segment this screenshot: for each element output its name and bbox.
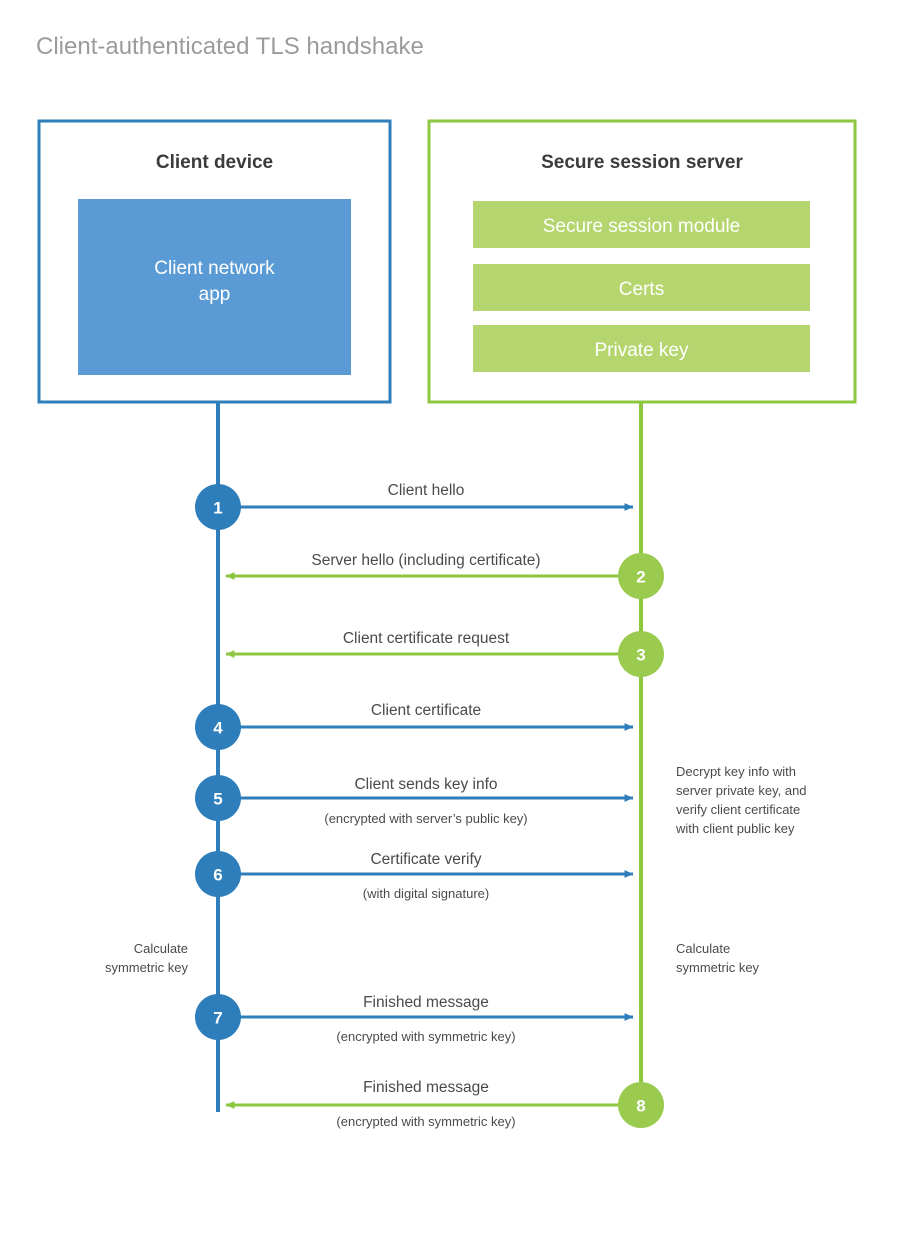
step-number-3: 3 [636,646,645,665]
server-decrypt-note-line-0: Decrypt key info with [676,764,796,779]
step-marker-6 [195,851,241,897]
server-decrypt-note-line-2: verify client certificate [676,802,800,817]
step-marker-2 [618,553,664,599]
step-label-7: Finished message [363,994,489,1011]
server-module-box-secure-session-module [473,201,810,248]
client-device-title: Client device [156,152,273,173]
step-number-5: 5 [213,790,222,809]
step-marker-4 [195,704,241,750]
step-marker-3 [618,631,664,677]
client-network-app-box [78,199,351,375]
step-number-2: 2 [636,568,645,587]
step-marker-8 [618,1082,664,1128]
step-marker-5 [195,775,241,821]
server-module-label-1: Certs [619,279,664,300]
server-module-box-private-key [473,325,810,372]
step-number-1: 1 [213,499,222,518]
step-label-3: Client certificate request [343,630,510,647]
step-sublabel-8: (encrypted with symmetric key) [336,1114,515,1129]
secure-session-server-title: Secure session server [541,152,743,173]
client-network-app-label-line1: Client network [154,258,275,279]
step-number-8: 8 [636,1097,645,1116]
server-decrypt-note-line-1: server private key, and [676,783,807,798]
client-calculate-note-line2: symmetric key [105,960,189,975]
server-module-label-0: Secure session module [543,216,741,237]
step-marker-7 [195,994,241,1040]
page-title: Client-authenticated TLS handshake [36,33,424,60]
step-number-6: 6 [213,866,222,885]
step-sublabel-7: (encrypted with symmetric key) [336,1029,515,1044]
step-label-6: Certificate verify [370,851,481,868]
step-label-4: Client certificate [371,702,481,719]
server-calculate-note-line2: symmetric key [676,960,760,975]
server-calculate-note-line1: Calculate [676,941,730,956]
step-number-7: 7 [213,1009,222,1028]
step-marker-1 [195,484,241,530]
step-label-5: Client sends key info [354,776,497,793]
server-module-box-certs [473,264,810,311]
step-label-2: Server hello (including certificate) [311,552,540,569]
server-module-label-2: Private key [595,340,689,361]
client-network-app-label-line2: app [199,284,231,305]
client-calculate-note-line1: Calculate [134,941,188,956]
step-sublabel-6: (with digital signature) [363,886,489,901]
server-decrypt-note-line-3: with client public key [675,821,795,836]
step-label-1: Client hello [388,482,465,499]
step-sublabel-5: (encrypted with server’s public key) [324,811,527,826]
step-number-4: 4 [213,719,223,738]
step-label-8: Finished message [363,1079,489,1096]
